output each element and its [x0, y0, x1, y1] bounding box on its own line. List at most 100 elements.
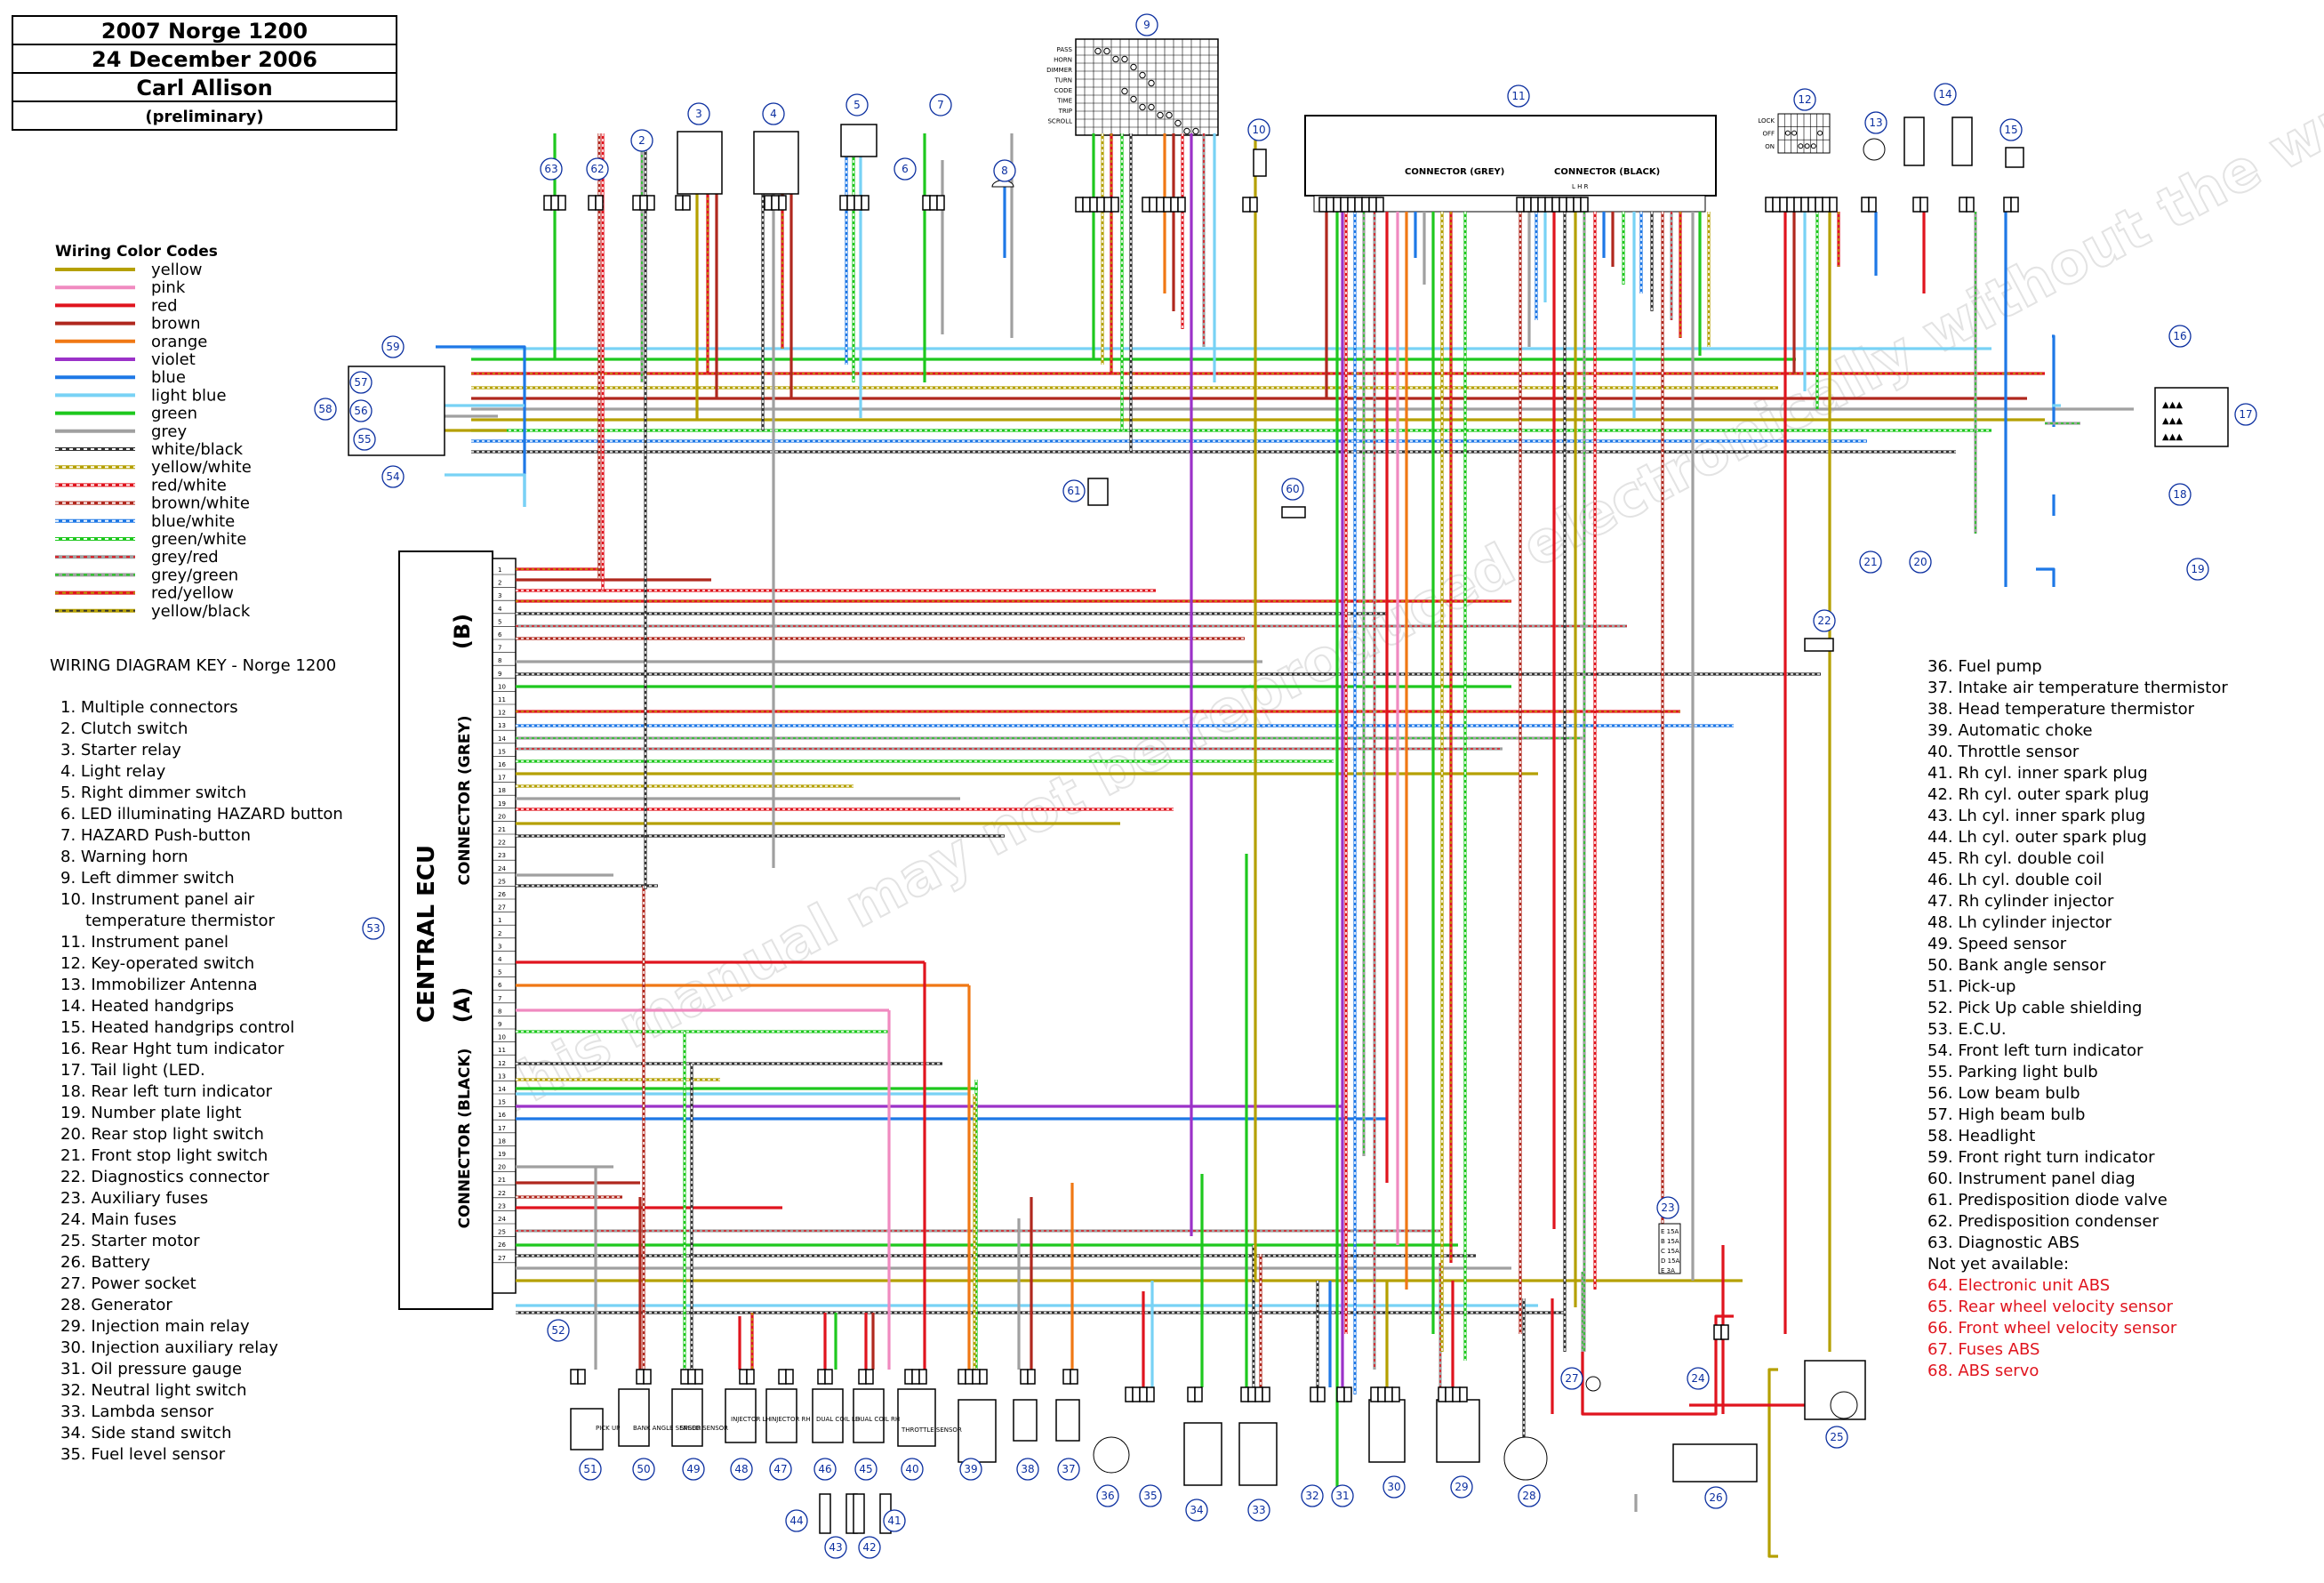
immobilizer-antenna	[1863, 138, 1886, 161]
legend-row: light blue	[55, 386, 227, 405]
connector-pin	[1317, 1386, 1326, 1402]
switch-position-label: TURN	[1054, 77, 1073, 84]
connector-pin	[1194, 1386, 1203, 1402]
ecu-pin-number: 16	[498, 761, 506, 768]
connector-pin	[858, 1369, 867, 1385]
wire	[2052, 334, 2056, 427]
connector-pin	[1062, 1369, 1071, 1385]
ecu-pin-number: 18	[498, 1137, 506, 1145]
connector-pin	[1765, 197, 1774, 213]
heated-grips-control	[2005, 147, 2024, 168]
switch-contact	[1804, 143, 1810, 149]
switch-position-label: PASS	[1057, 46, 1073, 53]
key-item: 61. Predisposition diode valve	[1927, 1191, 2168, 1209]
legend-row: blue/white	[55, 512, 235, 531]
connector-pin	[922, 195, 931, 211]
ecu-sensor	[1055, 1399, 1080, 1442]
svg-text:▲▲▲: ▲▲▲	[2162, 400, 2183, 410]
fuse-label: D 15A	[1661, 1258, 1680, 1265]
connector-pin	[929, 195, 938, 211]
legend-label: green/white	[151, 530, 246, 549]
connector-pin	[771, 195, 780, 211]
connector-pin	[746, 1369, 755, 1385]
connector-pin	[1720, 1324, 1729, 1340]
legend-row: white/black	[55, 440, 244, 459]
callout-circle	[630, 129, 653, 152]
connector-pin	[1566, 197, 1575, 213]
key-item: 3. Starter relay	[60, 741, 181, 759]
connector-pin	[1170, 197, 1179, 213]
callout-number: 34	[1190, 1504, 1203, 1516]
key-item: 19. Number plate light	[60, 1104, 242, 1122]
callout-circle	[1934, 83, 1957, 106]
callout-circle	[1139, 1484, 1162, 1507]
connector-pin	[639, 195, 648, 211]
callout-number: 28	[1522, 1490, 1535, 1502]
legend-label: grey	[151, 422, 188, 441]
key-switch-position: ON	[1765, 143, 1775, 150]
switch-contact	[1130, 95, 1137, 103]
key-item: 32. Neutral light switch	[60, 1381, 247, 1400]
legend-row: red/yellow	[55, 584, 234, 603]
title-status: (preliminary)	[145, 108, 263, 126]
legend-rows: yellowpinkredbrownorangevioletbluelight …	[55, 261, 252, 621]
callout-number: 56	[354, 405, 367, 417]
callout-circle	[632, 1458, 655, 1481]
ecu-pin-number: 14	[498, 735, 506, 743]
key-item: 28. Generator	[60, 1296, 172, 1314]
key-item: 24. Main fuses	[60, 1210, 177, 1229]
callout-number: 57	[354, 376, 367, 389]
connector-pin	[1103, 197, 1112, 213]
key-item: 51. Pick-up	[1927, 977, 2015, 996]
callout-circle	[1704, 1486, 1727, 1509]
callout-circle	[547, 1319, 570, 1342]
components	[543, 117, 2024, 1534]
ecu-pin-number: 18	[498, 787, 506, 794]
starter-motor-symbol	[1830, 1391, 1858, 1419]
connector-pin	[1391, 1386, 1400, 1402]
ecu-pin-number: 10	[498, 1034, 506, 1041]
callout-number: 27	[1565, 1372, 1578, 1385]
connector-pin	[1247, 1386, 1256, 1402]
switch-contact	[1817, 130, 1823, 136]
ecu-sensor	[853, 1388, 885, 1443]
ecu-pin-number: 4	[498, 606, 502, 613]
ecu-sensor	[618, 1388, 650, 1447]
connector-pin	[1249, 197, 1258, 213]
switch-contact	[1791, 130, 1798, 136]
callout-number: 47	[773, 1463, 787, 1475]
label-pickup: PICK UP	[596, 1425, 620, 1432]
key-switch-grid	[1777, 113, 1831, 154]
callout-circle	[1185, 1499, 1208, 1522]
callout-circle	[1507, 84, 1530, 108]
legend-label: blue	[151, 368, 186, 387]
key-item-unavailable: 66. Front wheel velocity sensor	[1927, 1319, 2177, 1338]
connector-pin	[1142, 197, 1150, 213]
key-item: 34. Side stand switch	[60, 1424, 231, 1442]
connector-pin	[1347, 197, 1356, 213]
legend-label: blue/white	[151, 512, 235, 531]
key-item: 20. Rear stop light switch	[60, 1125, 264, 1144]
ecu-pin-number: 4	[498, 956, 502, 963]
connector-pin	[1815, 197, 1823, 213]
connector-pin	[1713, 1324, 1722, 1340]
connector-pin	[1959, 197, 1967, 213]
connector-pin	[588, 195, 597, 211]
legend-row: grey/red	[55, 548, 219, 567]
ecu-pin-number: 2	[498, 930, 501, 937]
ecu-conn-a-name: CONNECTOR (BLACK)	[456, 1049, 474, 1229]
connector-pin	[1125, 1386, 1134, 1402]
connector-pin	[1254, 1386, 1263, 1402]
key-item: 6. LED illuminating HAZARD button	[60, 805, 343, 824]
callout-circle	[762, 102, 785, 125]
connector-pin	[1459, 1386, 1468, 1402]
connector-pin	[1772, 197, 1781, 213]
callout-circle	[349, 399, 373, 422]
ecu-pin-number: 23	[498, 1202, 506, 1209]
legend-row: yellow/black	[55, 602, 251, 621]
legend-label: brown/white	[151, 494, 250, 513]
key-item: 43. Lh cyl. inner spark plug	[1927, 807, 2145, 825]
ecu-pin-number: 22	[498, 1190, 506, 1197]
switch-contact	[1148, 103, 1155, 111]
connector-pin	[1361, 197, 1370, 213]
